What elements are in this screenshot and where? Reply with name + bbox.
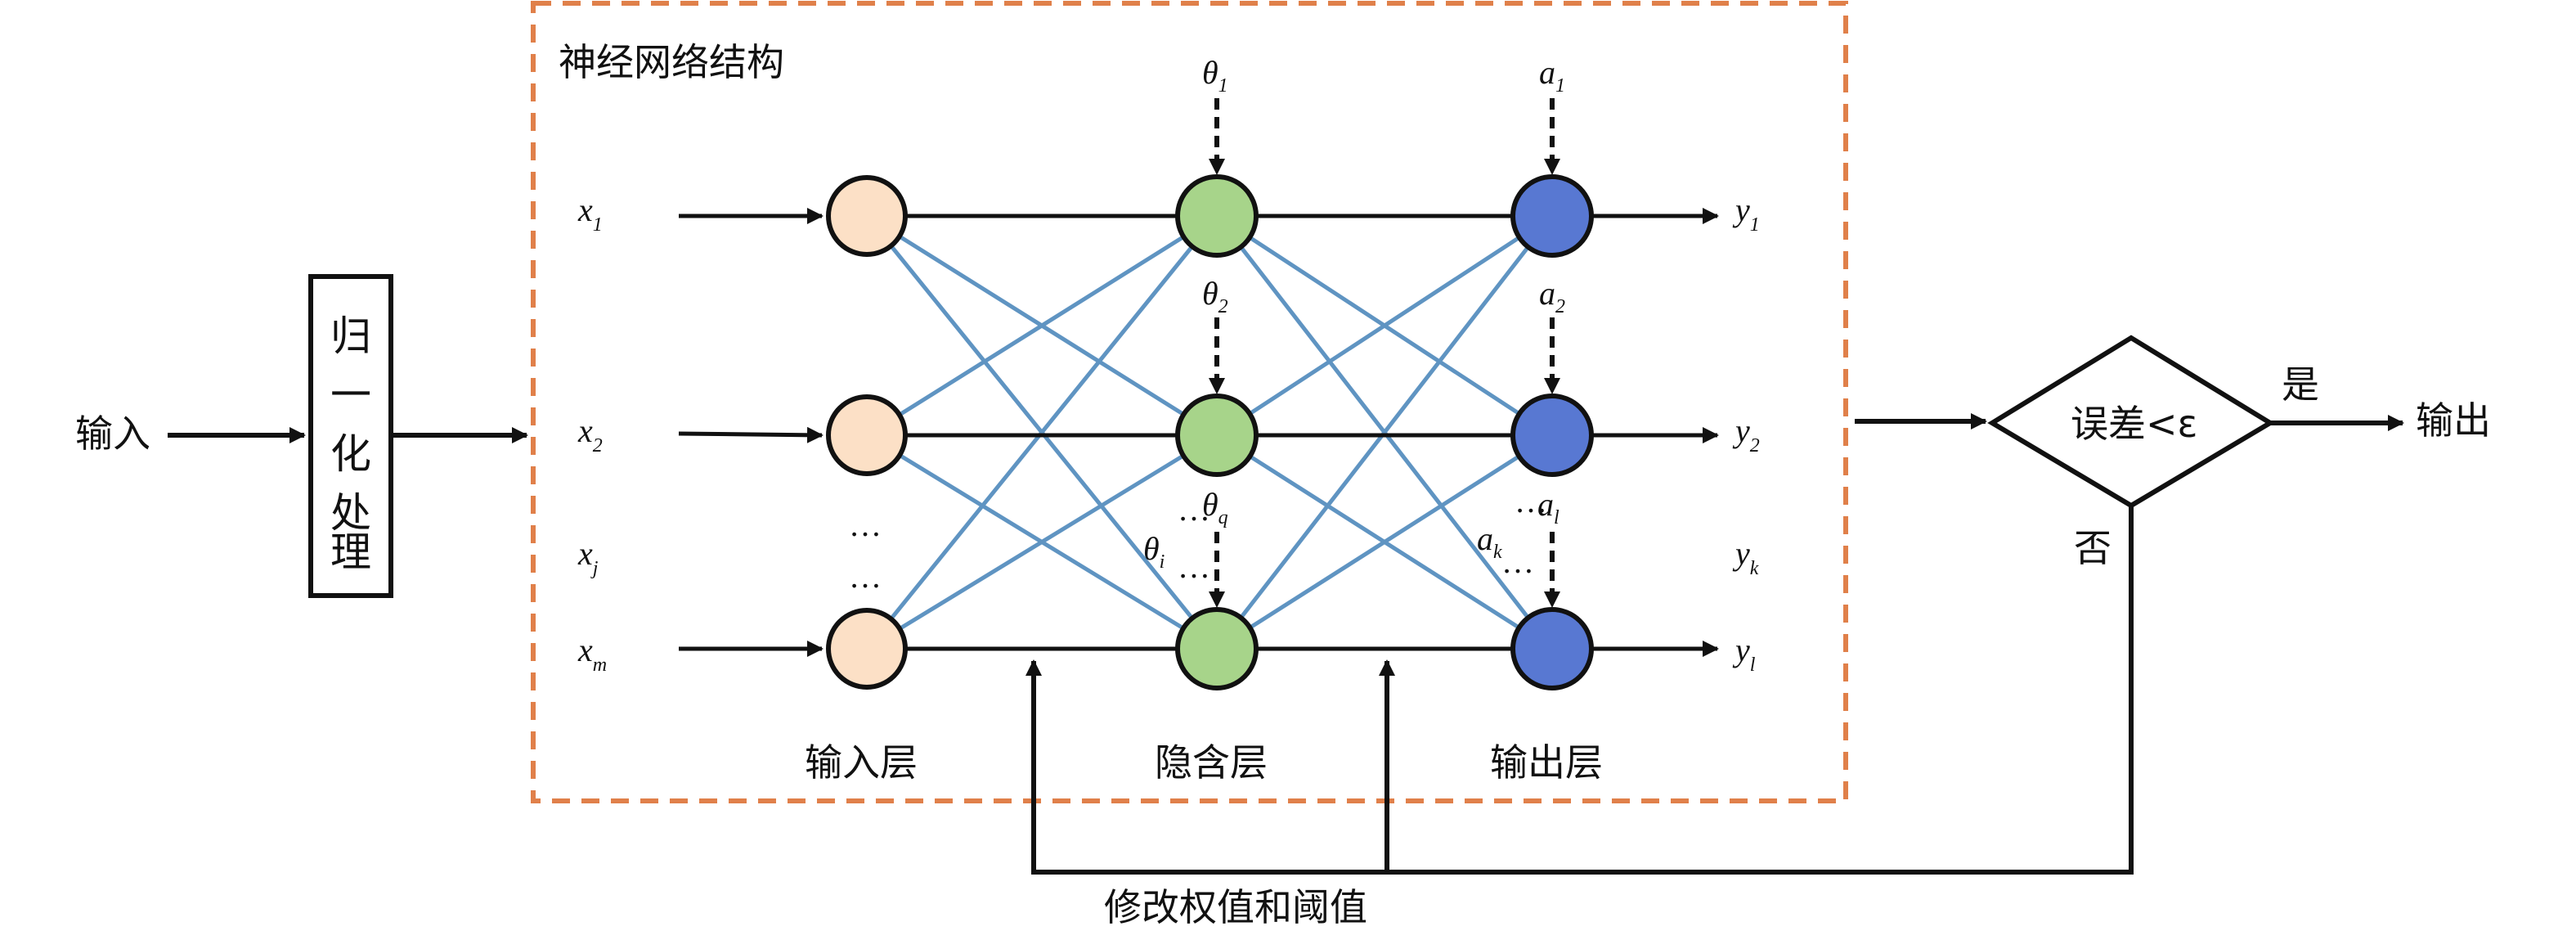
output-layer-nodes [1510,174,1594,690]
horizontal-links [867,214,1513,651]
hidden-thresholds: θ1 θ2 θq θi … … [1143,54,1228,585]
hidden-ellipsis: … [1178,548,1210,585]
input-ellipsis: … [849,558,882,595]
connection [1215,214,1554,438]
hidden-layer-nodes [1175,174,1259,690]
output-layer-label: 输出层 [1490,740,1603,785]
connection [1215,214,1554,650]
threshold-a1: a1 [1539,54,1565,97]
input-arrow-2 [678,426,824,443]
threshold-arrows [1209,98,1560,608]
final-output-label: 输出 [2416,398,2491,443]
connection [1215,433,1554,651]
normalize-char: 化 [330,430,371,478]
input-layer-nodes [826,175,908,690]
hidden-node [1175,174,1259,258]
normalize-char: 理 [330,528,371,576]
network-frame [531,1,1848,803]
connections [865,214,1554,651]
hidden-node [1175,607,1259,690]
input-var-xj: xj [577,535,599,579]
input-variables: x1 x2 xj xm [577,191,607,676]
threshold-thetaq: θq [1202,486,1228,528]
threshold-theta2: θ2 [1202,275,1228,317]
output-var-y2: y2 [1732,412,1760,457]
threshold-thetai: θi [1143,530,1165,573]
input-ellipsis: … [849,506,882,543]
threshold-theta1: θ1 [1202,54,1228,97]
input-layer-label: 输入层 [805,740,918,785]
threshold-a2: a2 [1539,275,1565,317]
output-var-y1: y1 [1732,191,1760,236]
hidden-layer-label: 隐含层 [1155,740,1268,785]
hidden-node [1175,394,1259,477]
normalize-char: 一 [330,371,371,419]
input-var-x1: x1 [577,191,603,236]
output-var-yk: yk [1732,535,1759,579]
output-node [1510,174,1594,258]
normalize-box-text: 归 一 化 处 理 [330,313,371,576]
input-label: 输入 [75,412,150,456]
output-variables: y1 y2 yk yl [1732,191,1760,676]
normalize-char: 归 [330,313,371,360]
threshold-al: al [1537,486,1560,528]
connection [865,433,1218,651]
normalize-char: 处 [330,489,371,537]
decision-yes-label: 是 [2282,362,2319,407]
feedback-label: 修改权值和阈值 [1104,885,1367,929]
connection [865,214,1218,650]
output-ellipsis: … [1515,483,1547,519]
output-var-yl: yl [1732,632,1756,676]
decision-text: 误差<ε [2071,402,2197,446]
output-node [1510,607,1594,690]
input-var-x2: x2 [577,412,603,457]
threshold-ak: ak [1477,520,1502,563]
output-thresholds: a1 a2 al ak … … [1477,54,1565,580]
input-node [826,608,908,690]
network-title: 神经网络结构 [559,40,784,84]
input-node [826,394,908,476]
input-var-xm: xm [577,632,607,676]
feedback-line [1025,506,2134,875]
output-ellipsis: … [1501,543,1534,580]
decision-no-label: 否 [2074,526,2112,570]
hidden-ellipsis: … [1178,491,1210,528]
input-node [826,175,908,257]
connection [865,214,1218,438]
output-node [1510,394,1594,477]
